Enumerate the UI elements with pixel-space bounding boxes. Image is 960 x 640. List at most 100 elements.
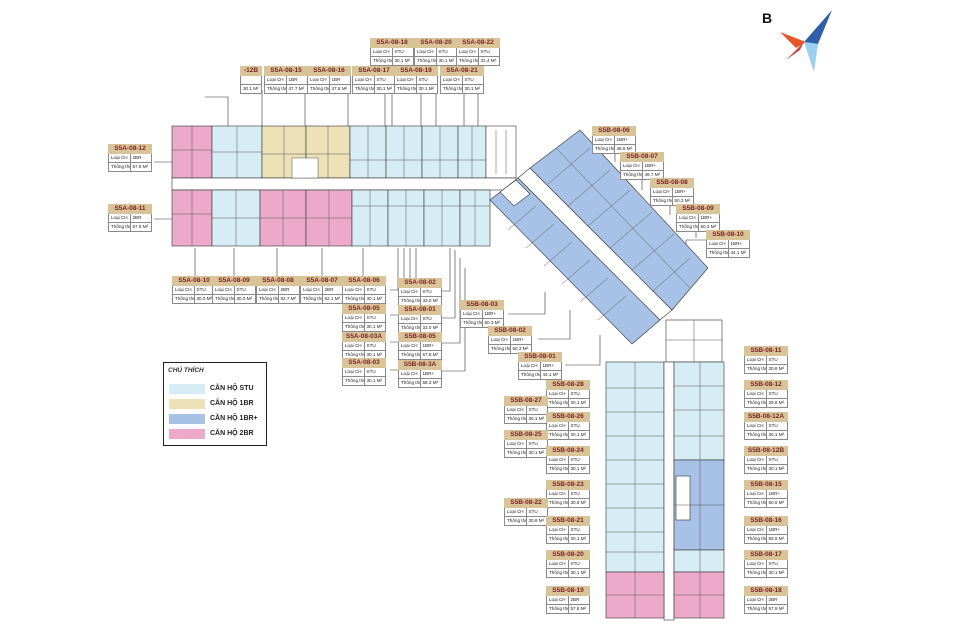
unit-code: S5B-08-3A — [398, 360, 442, 370]
unit-area: 30.1 M² — [567, 535, 590, 543]
unit-area-label: Thông thủy — [595, 146, 614, 151]
unit-area-row: Thông thủy30.1 M² — [546, 399, 590, 408]
unit-area: 49.7 M² — [641, 171, 664, 179]
unit-code: S5A-08-03A — [342, 332, 386, 342]
unit-type: STU — [765, 356, 788, 364]
unit-type: STU — [415, 76, 438, 84]
unit-type: STU — [363, 368, 386, 376]
unit-area: 30.8 M² — [765, 365, 788, 373]
unit-type: STU — [391, 48, 414, 56]
unit-area-label: Thông thủy — [401, 325, 420, 330]
unit-type: STU — [765, 560, 788, 568]
unit-code: S5B-08-17 — [744, 550, 788, 560]
unit-area-row: Thông thủy50.6 M² — [744, 499, 788, 508]
unit-code: S5A-08-08 — [256, 276, 300, 286]
unit-area-row: Thông thủy50.3 M² — [460, 319, 504, 328]
unit-area-row: Thông thủy30.1 M² — [414, 57, 458, 66]
unit-area-row: Thông thủy62.7 M² — [256, 295, 300, 304]
unit-area-row: Thông thủy50.3 M² — [676, 223, 720, 232]
unit-type-label: Loại CH — [303, 287, 320, 292]
unit-type-label: Loại CH — [747, 457, 764, 462]
unit-type-label: Loại CH — [111, 215, 128, 220]
legend-label-stu: CĂN HỘ STU — [210, 385, 254, 392]
unit-type-label: Loại CH — [747, 561, 764, 566]
legend-item-stu: CĂN HỘ STU — [169, 383, 254, 394]
unit-area: 62.1 M² — [321, 295, 344, 303]
unit-code: S5B-08-05 — [398, 332, 442, 342]
unit-area: 31.4 M² — [477, 57, 500, 65]
unit-type-label: Loại CH — [491, 337, 508, 342]
unit-area-row: Thông thủy44.1 M² — [518, 371, 562, 380]
unit-code: S5B-08-09 — [676, 204, 720, 214]
unit-code: S5B-08-22 — [504, 498, 548, 508]
unit-code: S5A-08-07 — [300, 276, 344, 286]
unit-code: S5B-08-11 — [744, 346, 788, 356]
unit-type: STU — [461, 76, 484, 84]
unit-area-label: Thông thủy — [549, 536, 568, 541]
unit-code: S5B-08-25 — [504, 430, 548, 440]
unit-type: 1BR+ — [613, 136, 636, 144]
legend-title: CHÚ THÍCH — [168, 367, 204, 374]
unit-area-row: Thông thủy57.9 M² — [108, 163, 152, 172]
unit-type-label: Loại CH — [747, 391, 764, 396]
unit-type-label: Loại CH — [401, 343, 418, 348]
unit-area-label: Thông thủy — [175, 296, 194, 301]
unit-code: S5B-08-12 — [744, 380, 788, 390]
unit-type: STU — [363, 286, 386, 294]
unit-code: -12B — [240, 66, 262, 76]
unit-type-label: Loại CH — [549, 391, 566, 396]
unit-type: 1BR — [328, 76, 351, 84]
unit-area-label: Thông thủy — [549, 606, 568, 611]
unit-type: STU — [525, 406, 548, 414]
unit-code: S5B-08-16 — [744, 516, 788, 526]
unit-area-row: Thông thủy44.1 M² — [706, 249, 750, 258]
unit-area-row: 30.1 M² — [240, 85, 262, 94]
unit-area-row: Thông thủy30.1 M² — [440, 85, 484, 94]
legend-swatch-1br — [169, 398, 205, 409]
unit-area: 50.3 M² — [481, 319, 504, 327]
unit-type-label: Loại CH — [747, 597, 764, 602]
unit-area-label: Thông thủy — [443, 86, 462, 91]
unit-area: 30.1 M² — [525, 449, 548, 457]
unit-area-row: Thông thủy30.1 M² — [504, 415, 548, 424]
wing-a-corridor — [171, 177, 517, 191]
legend-swatch-2br — [169, 428, 205, 439]
unit-area: 57.9 M² — [765, 605, 788, 613]
unit-code: S5B-08-07 — [620, 152, 664, 162]
unit-area: 30.1 M² — [461, 85, 484, 93]
unit-type-label: Loại CH — [401, 289, 418, 294]
unit-area-row: Thông thủy30.1 M² — [342, 377, 386, 386]
unit-type: STU — [765, 422, 788, 430]
unit-area-row: Thông thủy30.1 M² — [546, 569, 590, 578]
unit-type-label: Loại CH — [463, 311, 480, 316]
unit-area: 30.0 M² — [193, 295, 216, 303]
unit-type: STU — [435, 48, 458, 56]
unit-type-label: Loại CH — [595, 137, 612, 142]
